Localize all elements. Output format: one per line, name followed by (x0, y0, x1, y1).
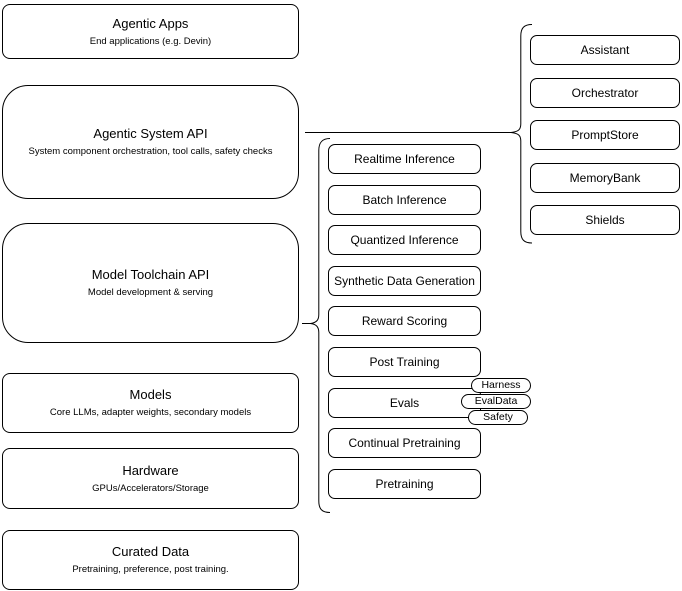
brace-toolchain-components (310, 138, 331, 513)
node-promptstore: PromptStore (530, 120, 680, 151)
node-memorybank: MemoryBank (530, 162, 680, 193)
node-pretraining: Pretraining (328, 468, 481, 499)
layer-agentic-apps: Agentic Apps End applications (e.g. Devi… (2, 4, 299, 59)
node-reward-scoring: Reward Scoring (328, 306, 481, 337)
layer-agentic-system-api: Agentic System API System component orch… (2, 85, 299, 199)
layer-title: Agentic Apps (112, 15, 189, 31)
node-quantized-inference: Quantized Inference (328, 225, 481, 256)
layer-subtitle: GPUs/Accelerators/Storage (92, 482, 209, 494)
node-assistant: Assistant (530, 35, 680, 65)
node-continual-pretraining: Continual Pretraining (328, 428, 481, 459)
layer-models: Models Core LLMs, adapter weights, secon… (2, 373, 299, 433)
toolchain-components-column: Realtime Inference Batch Inference Quant… (328, 144, 481, 499)
layer-subtitle: Core LLMs, adapter weights, secondary mo… (49, 407, 252, 418)
node-shields: Shields (530, 205, 680, 236)
node-synthetic-data-generation: Synthetic Data Generation (328, 265, 481, 296)
layer-model-toolchain-api: Model Toolchain API Model development & … (2, 223, 299, 343)
node-evals: Evals (328, 387, 481, 418)
layer-hardware: Hardware GPUs/Accelerators/Storage (2, 448, 299, 509)
node-realtime-inference: Realtime Inference (328, 144, 481, 174)
layer-title: Curated Data (111, 544, 190, 559)
brace-system-components (510, 24, 533, 244)
layer-title: Hardware (122, 462, 179, 478)
layer-title: Agentic System API (93, 126, 208, 141)
node-batch-inference: Batch Inference (328, 184, 481, 215)
tag-safety: Safety (468, 410, 528, 425)
layer-title: Models (129, 387, 172, 402)
layer-subtitle: System component orchestration, tool cal… (28, 146, 273, 157)
layer-subtitle: End applications (e.g. Devin) (89, 35, 212, 47)
node-post-training: Post Training (328, 346, 481, 377)
tag-evaldata: EvalData (461, 394, 531, 409)
tag-harness: Harness (471, 378, 531, 393)
layer-title: Model Toolchain API (91, 267, 210, 282)
layer-subtitle: Pretraining, preference, post training. (72, 564, 229, 575)
node-orchestrator: Orchestrator (530, 77, 680, 108)
layer-curated-data: Curated Data Pretraining, preference, po… (2, 530, 299, 590)
layer-subtitle: Model development & serving (87, 287, 214, 298)
system-components-column: Assistant Orchestrator PromptStore Memor… (530, 35, 680, 236)
